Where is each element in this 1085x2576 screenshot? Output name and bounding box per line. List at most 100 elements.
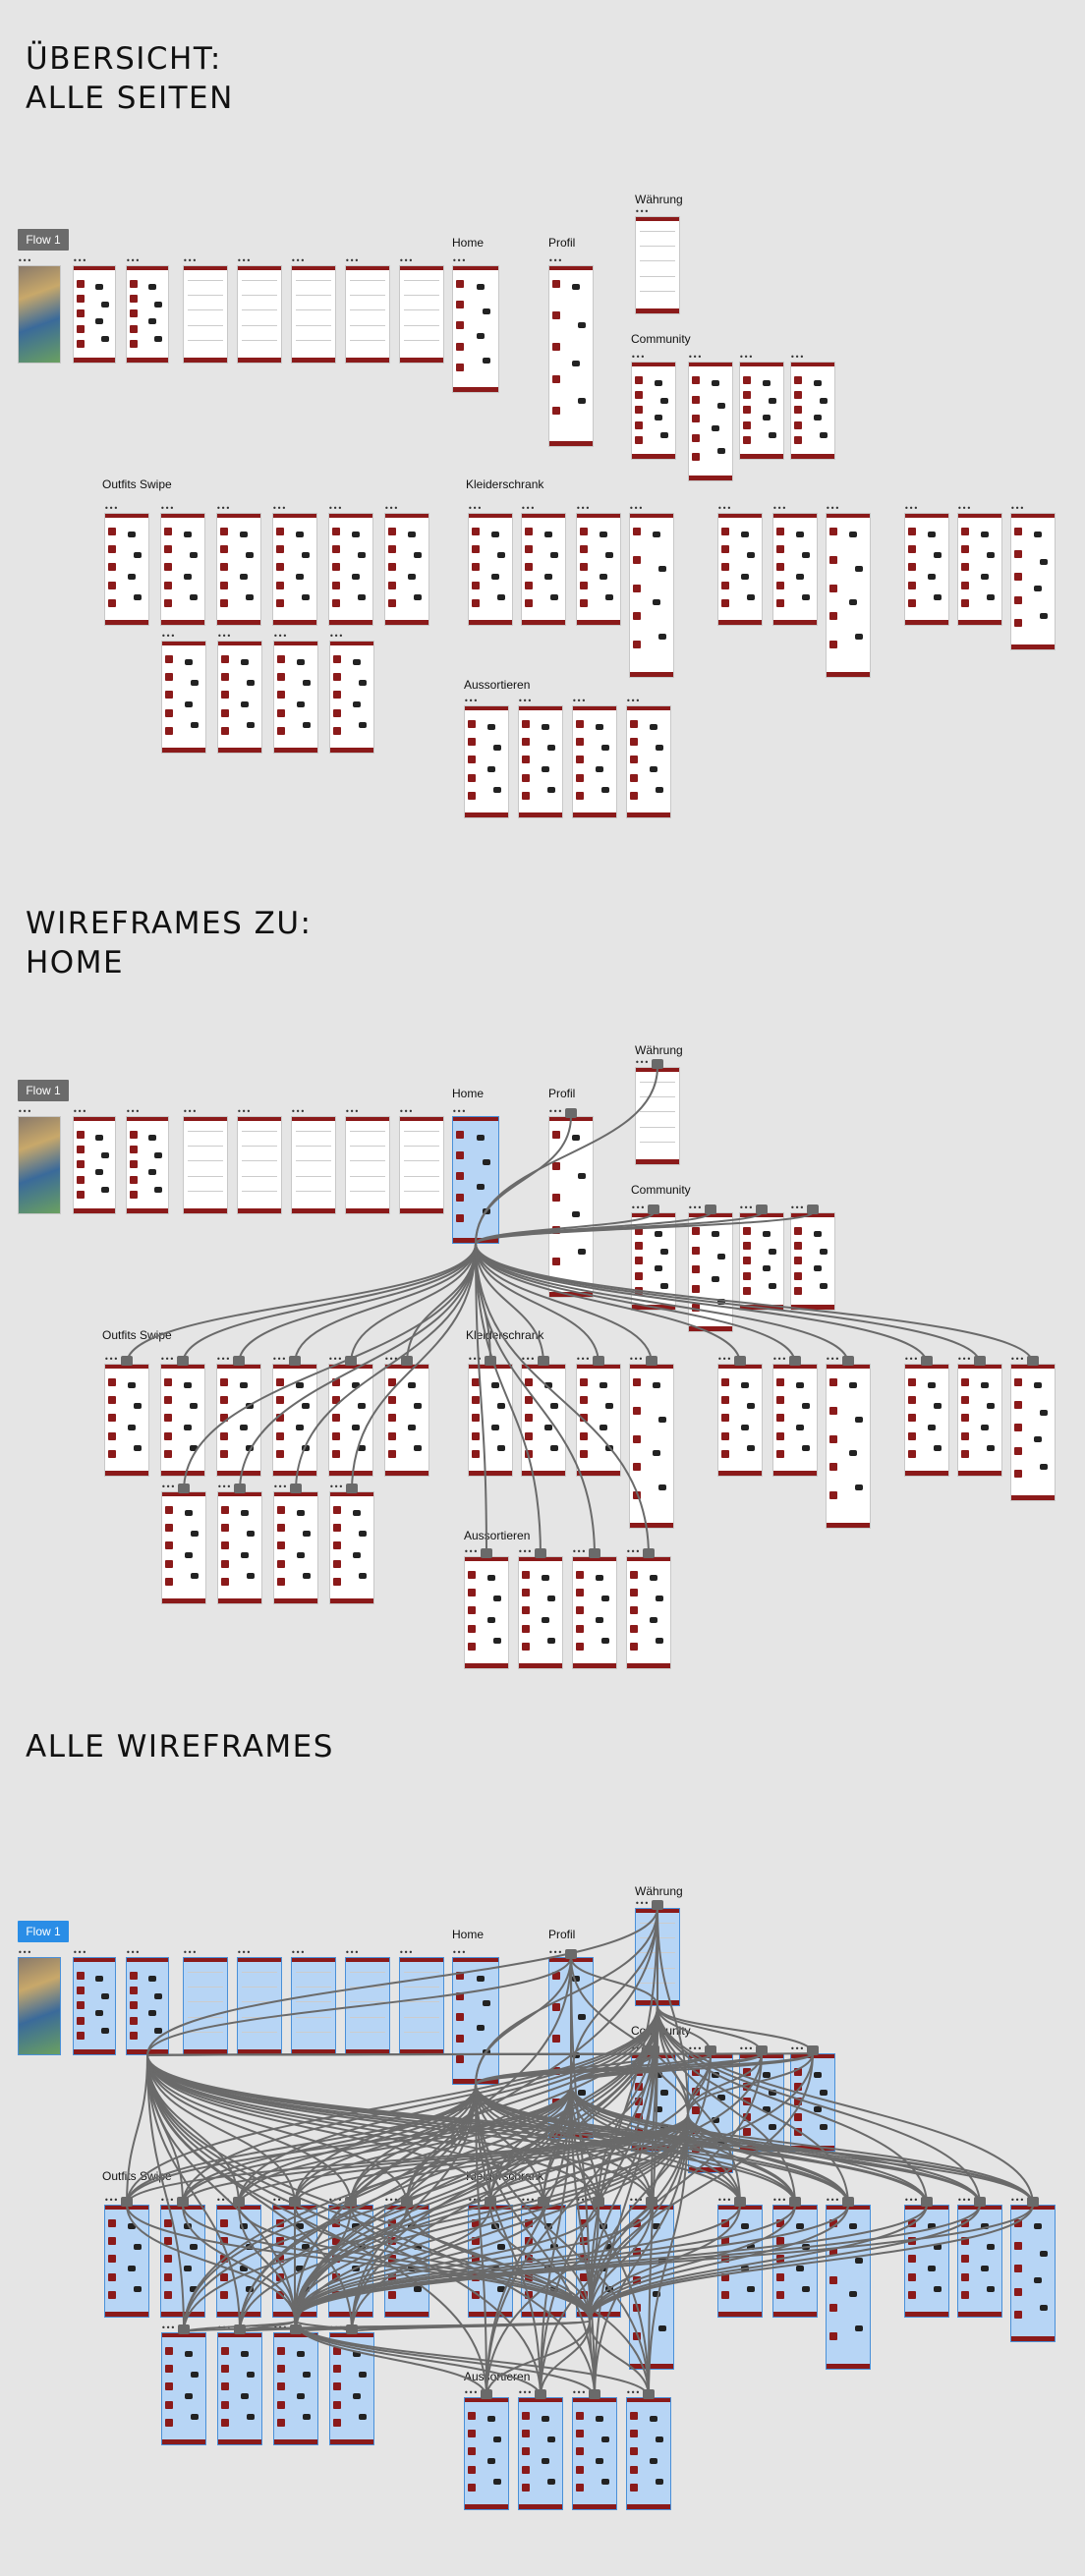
frame-options-icon[interactable]: ••• — [345, 256, 360, 265]
frame-options-icon[interactable]: ••• — [739, 353, 754, 362]
frame-options-icon[interactable]: ••• — [384, 504, 399, 513]
frame-options-icon[interactable]: ••• — [521, 1355, 536, 1364]
frame-options-icon[interactable]: ••• — [384, 2196, 399, 2205]
wireframe-screen[interactable] — [826, 513, 871, 678]
wireframe-screen[interactable] — [183, 1116, 228, 1214]
frame-options-icon[interactable]: ••• — [452, 1948, 467, 1957]
frame-options-icon[interactable]: ••• — [216, 1355, 231, 1364]
wireframe-screen[interactable] — [273, 1491, 318, 1604]
frame-options-icon[interactable]: ••• — [1010, 2196, 1025, 2205]
wireframe-screen[interactable] — [217, 2332, 262, 2445]
wireframe-screen[interactable] — [345, 265, 390, 364]
wireframe-screen[interactable] — [273, 2332, 318, 2445]
frame-options-icon[interactable]: ••• — [548, 1107, 563, 1116]
wireframe-screen[interactable] — [717, 1364, 763, 1477]
wireframe-screen[interactable] — [572, 705, 617, 818]
frame-options-icon[interactable]: ••• — [329, 1483, 344, 1491]
wireframe-screen[interactable] — [272, 513, 317, 626]
frame-options-icon[interactable]: ••• — [345, 1948, 360, 1957]
wireframe-screen[interactable] — [126, 265, 169, 364]
flow-start-badge[interactable]: Flow 1 — [18, 229, 69, 251]
wireframe-screen[interactable] — [73, 1957, 116, 2055]
frame-options-icon[interactable]: ••• — [73, 1948, 87, 1957]
frame-options-icon[interactable]: ••• — [576, 2196, 591, 2205]
wireframe-screen[interactable] — [329, 641, 374, 754]
frame-options-icon[interactable]: ••• — [237, 1107, 252, 1116]
wireframe-screen[interactable] — [790, 362, 835, 460]
frame-options-icon[interactable]: ••• — [572, 2388, 587, 2397]
wireframe-screen[interactable] — [468, 1364, 513, 1477]
frame-options-icon[interactable]: ••• — [384, 1355, 399, 1364]
wireframe-screen[interactable] — [739, 362, 784, 460]
frame-options-icon[interactable]: ••• — [772, 504, 787, 513]
frame-options-icon[interactable]: ••• — [826, 1355, 840, 1364]
wireframe-screen[interactable] — [739, 1212, 784, 1311]
wireframe-screen[interactable] — [328, 513, 373, 626]
wireframe-screen[interactable] — [160, 1364, 205, 1477]
wireframe-screen[interactable] — [631, 1212, 676, 1311]
wireframe-screen[interactable] — [635, 1908, 680, 2006]
wireframe-screen[interactable] — [521, 1364, 566, 1477]
wireframe-screen[interactable] — [384, 2205, 429, 2318]
wireframe-screen[interactable] — [126, 1957, 169, 2055]
wireframe-screen[interactable] — [161, 2332, 206, 2445]
frame-options-icon[interactable]: ••• — [452, 256, 467, 265]
frame-options-icon[interactable]: ••• — [237, 1948, 252, 1957]
wireframe-screen[interactable] — [790, 1212, 835, 1311]
wireframe-screen[interactable] — [399, 265, 444, 364]
wireframe-screen[interactable] — [772, 1364, 818, 1477]
frame-options-icon[interactable]: ••• — [629, 504, 644, 513]
wireframe-screen[interactable] — [291, 1116, 336, 1214]
wireframe-screen[interactable] — [104, 2205, 149, 2318]
frame-options-icon[interactable]: ••• — [548, 256, 563, 265]
frame-options-icon[interactable]: ••• — [18, 256, 32, 265]
frame-options-icon[interactable]: ••• — [291, 1107, 306, 1116]
wireframe-screen[interactable] — [957, 1364, 1002, 1477]
wireframe-screen[interactable] — [452, 265, 499, 393]
wireframe-screen[interactable] — [688, 362, 733, 481]
frame-options-icon[interactable]: ••• — [635, 1899, 650, 1908]
wireframe-screen[interactable] — [161, 1491, 206, 1604]
frame-options-icon[interactable]: ••• — [739, 1204, 754, 1212]
wireframe-screen[interactable] — [73, 265, 116, 364]
wireframe-screen[interactable] — [572, 2397, 617, 2510]
frame-options-icon[interactable]: ••• — [329, 2324, 344, 2332]
frame-options-icon[interactable]: ••• — [126, 1107, 141, 1116]
wireframe-screen[interactable] — [548, 1116, 594, 1298]
wireframe-screen[interactable] — [826, 1364, 871, 1529]
frame-options-icon[interactable]: ••• — [518, 2388, 533, 2397]
frame-options-icon[interactable]: ••• — [126, 1948, 141, 1957]
wireframe-screen[interactable] — [468, 2205, 513, 2318]
frame-options-icon[interactable]: ••• — [272, 1355, 287, 1364]
frame-options-icon[interactable]: ••• — [464, 697, 479, 705]
wireframe-screen[interactable] — [329, 1491, 374, 1604]
frame-options-icon[interactable]: ••• — [452, 1107, 467, 1116]
wireframe-screen[interactable] — [161, 641, 206, 754]
frame-options-icon[interactable]: ••• — [548, 1948, 563, 1957]
frame-options-icon[interactable]: ••• — [572, 1547, 587, 1556]
wireframe-screen[interactable] — [399, 1116, 444, 1214]
wireframe-screen[interactable] — [328, 2205, 373, 2318]
wireframe-screen[interactable] — [957, 513, 1002, 626]
wireframe-screen[interactable] — [452, 1957, 499, 2085]
wireframe-screen[interactable] — [576, 1364, 621, 1477]
frame-options-icon[interactable]: ••• — [161, 2324, 176, 2332]
wireframe-screen[interactable] — [576, 513, 621, 626]
frame-options-icon[interactable]: ••• — [518, 1547, 533, 1556]
frame-options-icon[interactable]: ••• — [73, 1107, 87, 1116]
wireframe-screen[interactable] — [635, 1067, 680, 1165]
wireframe-screen[interactable] — [464, 1556, 509, 1669]
frame-options-icon[interactable]: ••• — [688, 1204, 703, 1212]
wireframe-screen[interactable] — [548, 265, 594, 447]
wireframe-screen[interactable] — [772, 2205, 818, 2318]
frame-options-icon[interactable]: ••• — [904, 1355, 919, 1364]
wireframe-screen[interactable] — [217, 1491, 262, 1604]
wireframe-screen[interactable] — [464, 2397, 509, 2510]
wireframe-screen[interactable] — [329, 2332, 374, 2445]
frame-options-icon[interactable]: ••• — [183, 1948, 198, 1957]
frame-options-icon[interactable]: ••• — [772, 2196, 787, 2205]
frame-options-icon[interactable]: ••• — [183, 256, 198, 265]
wireframe-screen[interactable] — [237, 265, 282, 364]
frame-options-icon[interactable]: ••• — [635, 207, 650, 216]
wireframe-screen[interactable] — [626, 1556, 671, 1669]
